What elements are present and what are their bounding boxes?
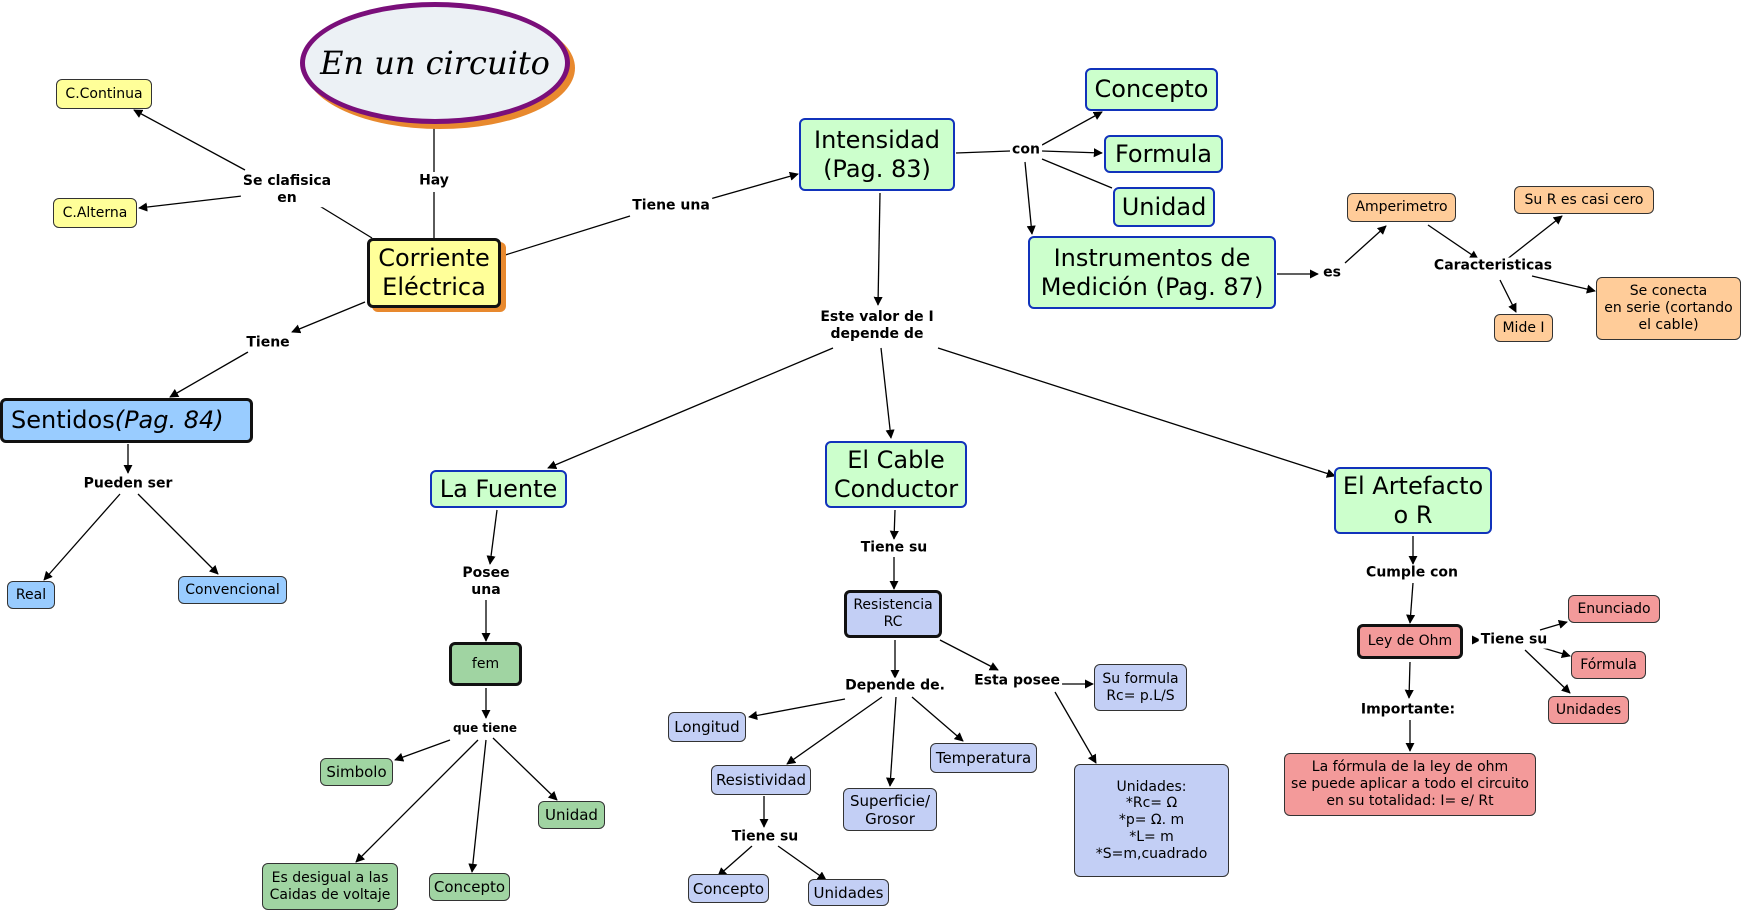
node-el-artefacto: El Artefacto o R — [1334, 467, 1492, 534]
title-text: En un circuito — [320, 44, 550, 82]
node-superficie-grosor: Superficie/ Grosor — [843, 788, 937, 831]
node-intensidad: Intensidad (Pag. 83) — [799, 118, 955, 191]
node-temperatura: Temperatura — [930, 743, 1037, 773]
link-esta-posee: Esta posee — [972, 672, 1062, 690]
node-c-continua: C.Continua — [56, 79, 152, 109]
node-unidad-fem: Unidad — [538, 801, 605, 829]
link-tiene-una: Tiene una — [630, 197, 712, 215]
link-pueden-ser: Pueden ser — [81, 475, 175, 493]
node-unidades-ohm: Unidades — [1548, 696, 1629, 724]
node-el-cable-conductor: El Cable Conductor — [825, 441, 967, 508]
node-se-conecta: Se conecta en serie (cortando el cable) — [1596, 277, 1741, 340]
node-la-formula-ohm: La fórmula de la ley de ohm se puede apl… — [1284, 753, 1536, 816]
node-es-desigual: Es desigual a las Caidas de voltaje — [262, 863, 398, 910]
node-su-r-casi-cero: Su R es casi cero — [1514, 186, 1654, 214]
node-unidad-top: Unidad — [1113, 187, 1215, 227]
node-enunciado: Enunciado — [1568, 595, 1660, 623]
node-c-alterna: C.Alterna — [53, 198, 137, 228]
node-resistencia-rc: Resistencia RC — [844, 590, 942, 638]
node-corriente-electrica: Corriente Eléctrica — [367, 238, 501, 308]
link-importante: Importante: — [1358, 701, 1458, 719]
node-la-fuente: La Fuente — [430, 470, 567, 508]
node-simbolo: Simbolo — [320, 758, 393, 786]
node-fem: fem — [449, 642, 522, 686]
node-formula-top: Formula — [1104, 135, 1223, 173]
link-depende-de: Depende de. — [843, 677, 947, 695]
node-formula-ohm: Fórmula — [1571, 651, 1646, 679]
node-su-formula: Su formula Rc= p.L/S — [1094, 664, 1187, 711]
link-este-valor: Este valor de I depende de — [818, 309, 936, 343]
node-sentidos: Sentidos (Pag. 84) — [0, 398, 253, 443]
link-es: es — [1321, 264, 1343, 282]
node-convencional: Convencional — [178, 576, 287, 604]
link-cumple-con: Cumple con — [1364, 564, 1460, 582]
link-con: con — [1010, 141, 1042, 159]
node-unidades-res: Unidades — [808, 879, 889, 906]
title-node: En un circuito — [300, 2, 570, 124]
sentidos-page: (Pag. 84) — [114, 406, 224, 435]
node-concepto-res: Concepto — [688, 874, 769, 903]
link-se-clasifica: Se clafisica en — [240, 173, 334, 207]
link-tiene-su-res: Tiene su — [729, 828, 801, 846]
link-tiene: Tiene — [244, 334, 292, 352]
link-que-tiene: que tiene — [450, 720, 520, 736]
node-ley-de-ohm: Ley de Ohm — [1357, 624, 1463, 659]
node-resistividad: Resistividad — [711, 765, 811, 795]
node-instrumentos: Instrumentos de Medición (Pag. 87) — [1028, 236, 1276, 309]
link-tiene-su-cable: Tiene su — [858, 539, 930, 557]
node-longitud: Longitud — [668, 712, 746, 742]
node-concepto-fem: Concepto — [429, 873, 510, 901]
node-mide-i: Mide I — [1494, 314, 1553, 342]
link-posee-una: Posee una — [460, 565, 512, 599]
link-hay: Hay — [417, 172, 451, 190]
node-amperimetro: Amperimetro — [1347, 193, 1456, 222]
sentidos-label: Sentidos — [11, 406, 115, 435]
link-tiene-su-ohm: Tiene su — [1478, 631, 1550, 649]
node-concepto-top: Concepto — [1085, 68, 1218, 111]
link-caracteristicas: Caracteristicas — [1431, 257, 1555, 275]
node-unidades-rc: Unidades: *Rc= Ω *p= Ω. m *L= m *S=m,cua… — [1074, 764, 1229, 877]
node-real: Real — [7, 581, 55, 609]
